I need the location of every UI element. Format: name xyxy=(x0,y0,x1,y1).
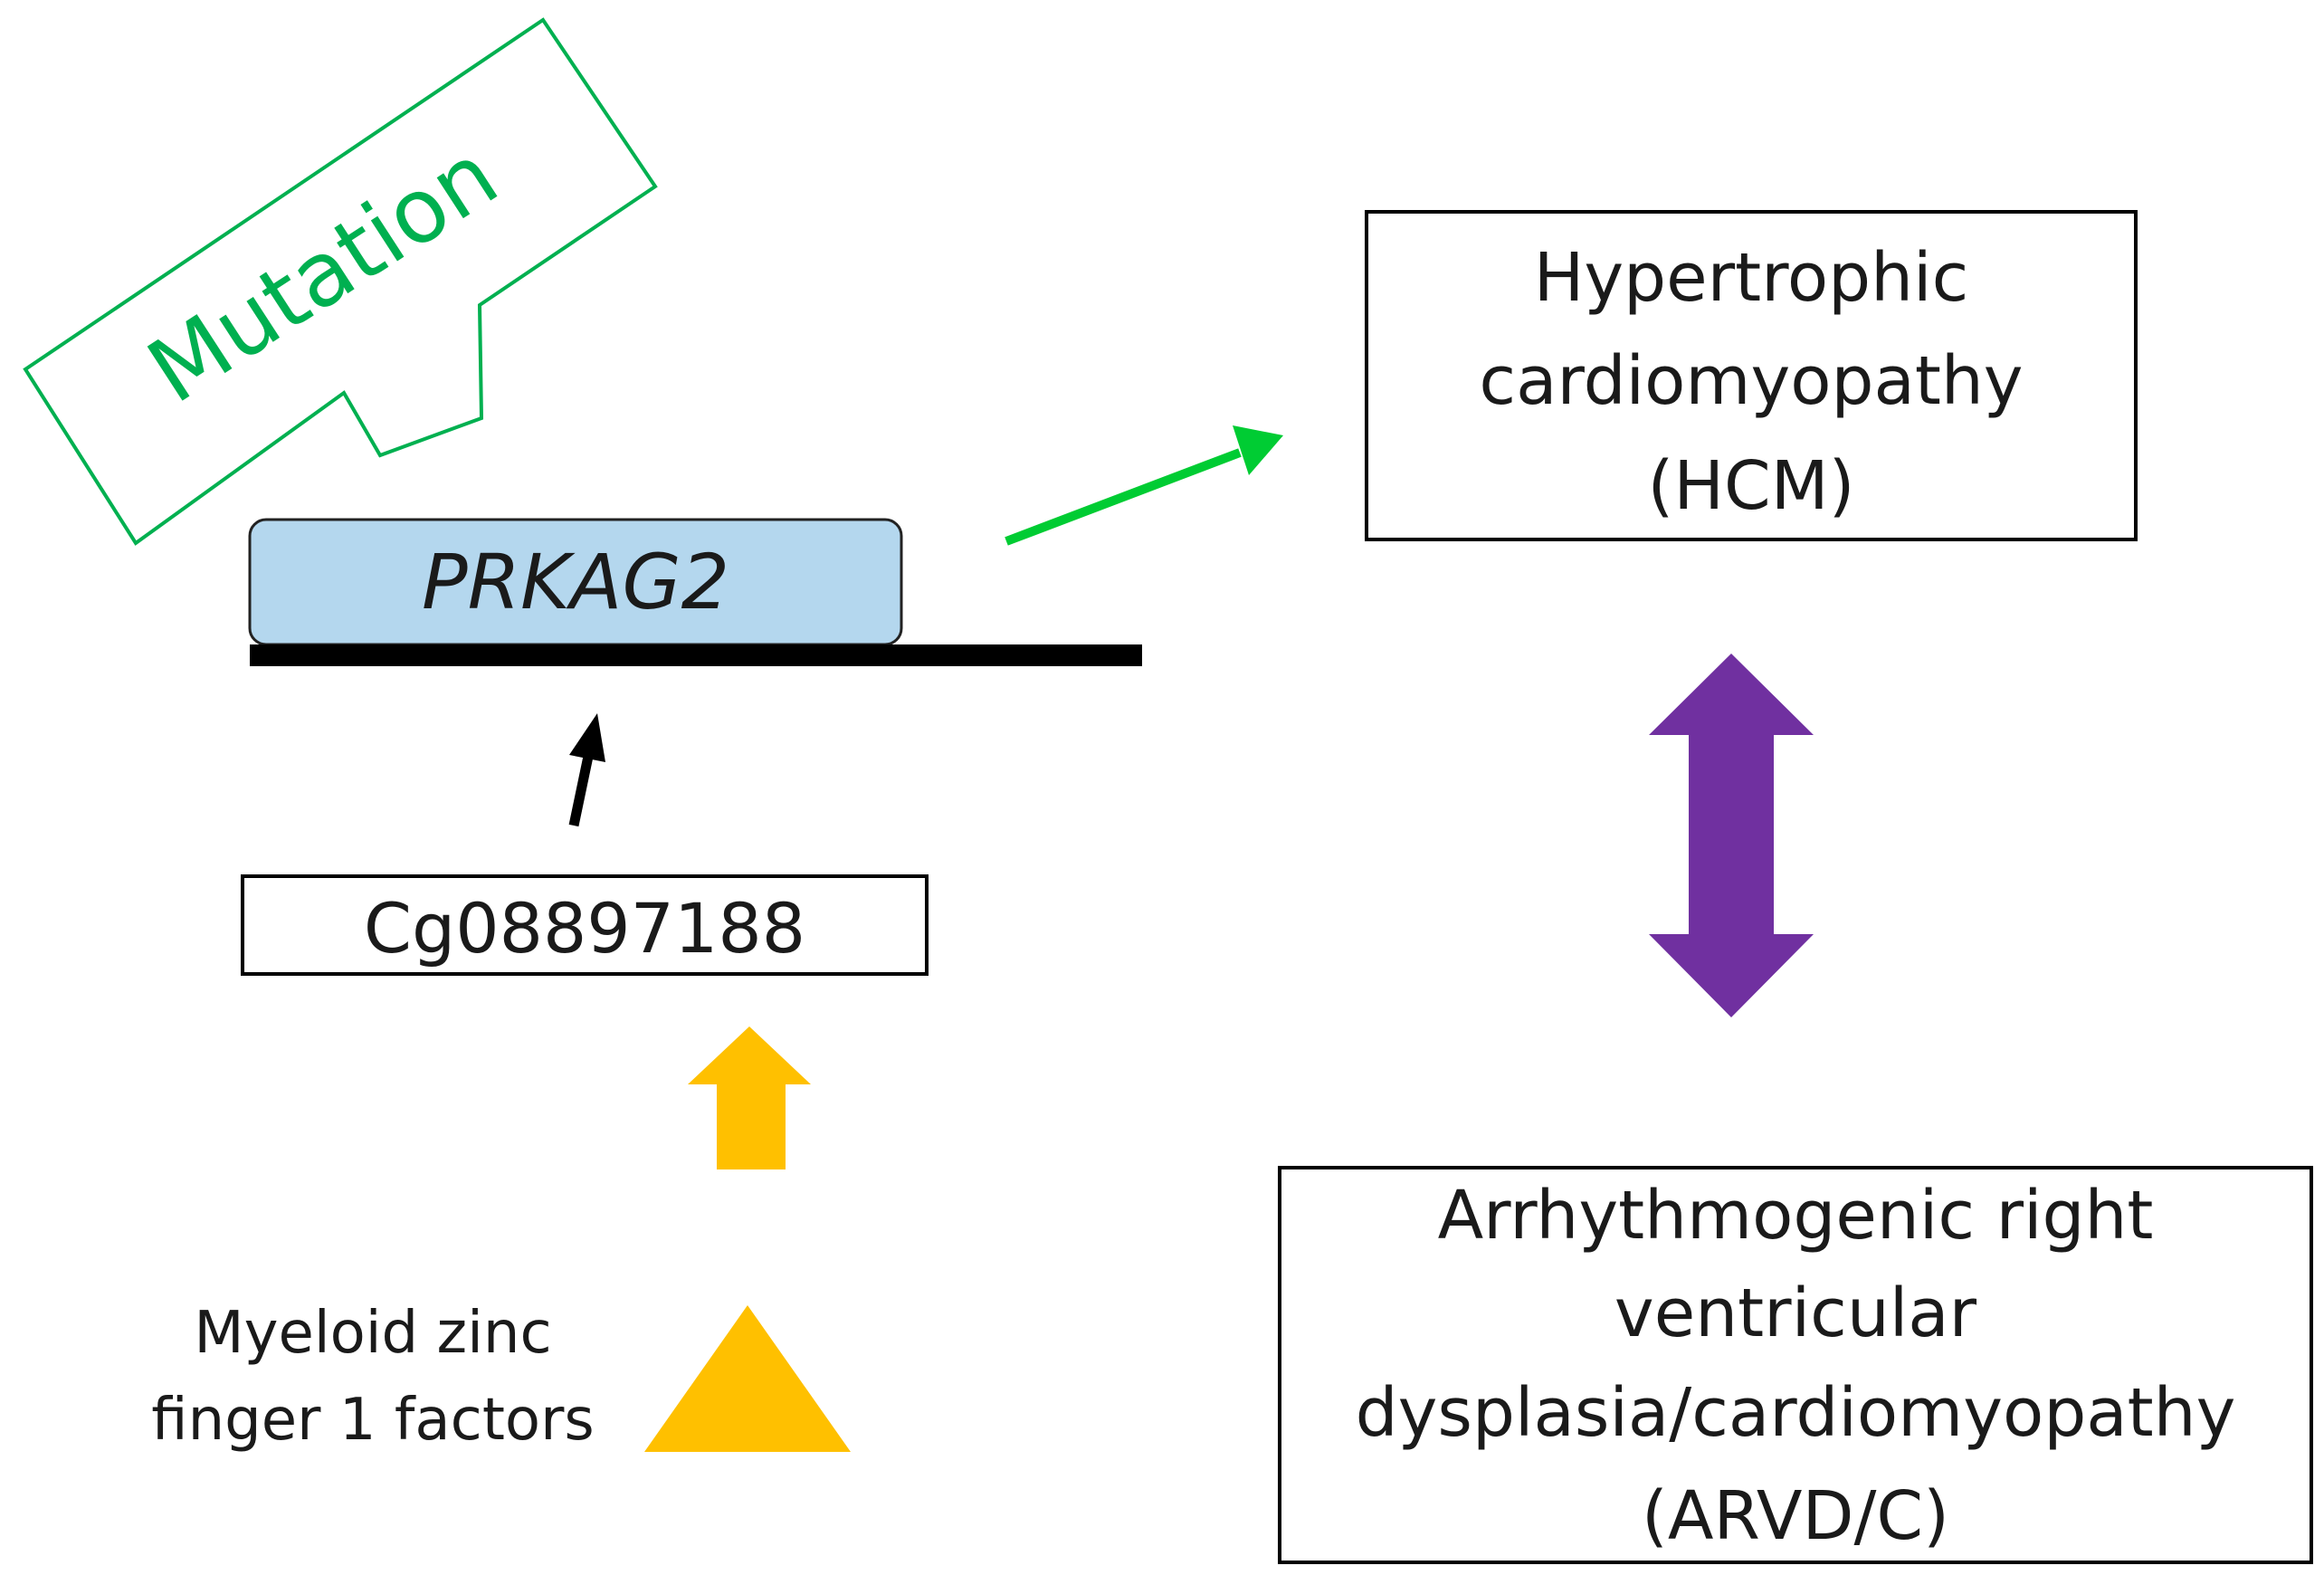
factor-label: Myeloid zinc finger 1 factors xyxy=(151,1300,594,1454)
mutation-callout-shape xyxy=(23,17,658,546)
hcm-box: Hypertrophic cardiomyopathy (HCM) xyxy=(1365,210,2138,541)
arvd-line2: ventricular xyxy=(1614,1274,1977,1352)
gold-triangle xyxy=(644,1305,851,1452)
hcm-line3: (HCM) xyxy=(1648,447,1855,525)
cpg-label: Cg08897188 xyxy=(364,888,805,969)
hcm-line2: cardiomyopathy xyxy=(1479,342,2023,420)
black-arrow-head xyxy=(569,713,605,762)
factor-label-line1: Myeloid zinc xyxy=(194,1300,551,1367)
arvd-line4: (ARVD/C) xyxy=(1642,1477,1949,1555)
mutation-callout: Mutation xyxy=(23,17,658,546)
dna-line xyxy=(250,644,1142,666)
hcm-box-frame xyxy=(1365,210,2138,541)
arvd-box: Arrhythmogenic right ventricular dysplas… xyxy=(1278,1166,2313,1564)
factor-label-line2: finger 1 factors xyxy=(151,1387,594,1454)
cpg-site: Cg08897188 xyxy=(241,874,929,976)
black-arrow-shaft xyxy=(568,746,595,827)
black-arrow-up xyxy=(568,713,605,827)
arvd-box-frame xyxy=(1278,1166,2313,1564)
green-arrow-shaft xyxy=(1005,448,1242,546)
arvd-line1: Arrhythmogenic right xyxy=(1438,1177,2154,1255)
gold-block-arrow-up xyxy=(688,1026,811,1169)
hcm-line1: Hypertrophic xyxy=(1534,239,1969,317)
arvd-line3: dysplasia/cardiomyopathy xyxy=(1356,1374,2236,1452)
green-arrow-head xyxy=(1233,425,1283,475)
purple-double-arrow xyxy=(1649,654,1814,1017)
green-arrow-to-hcm xyxy=(1005,425,1283,546)
cpg-box xyxy=(241,874,929,976)
gene-label: PRKAG2 xyxy=(422,538,729,626)
gene-prkag2: PRKAG2 xyxy=(248,518,903,646)
